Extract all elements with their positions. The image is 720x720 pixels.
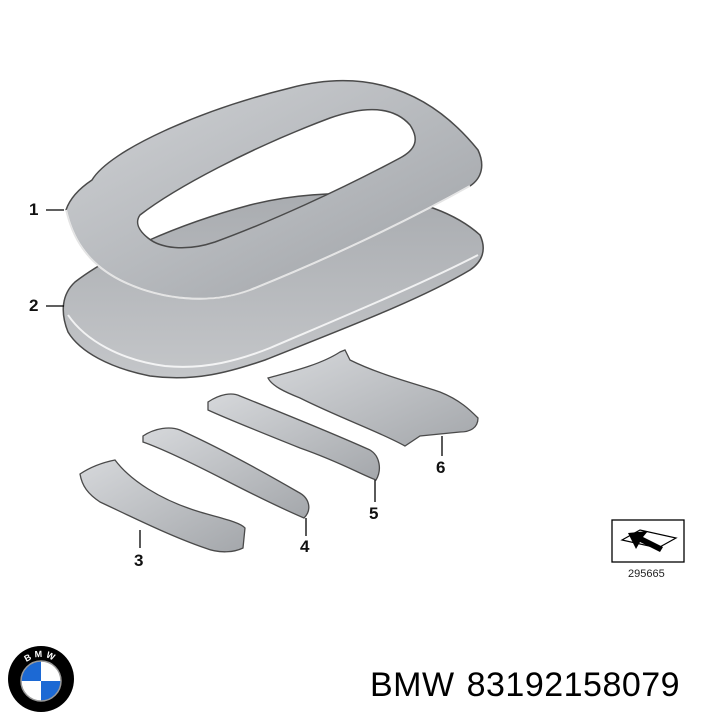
svg-text:BMW: BMW [22,649,59,664]
brand-name: BMW [370,666,455,704]
callout-4: 4 [300,537,310,556]
reference-box [611,519,685,563]
part-number: 83192158079 [466,666,681,704]
callout-3: 3 [134,551,144,570]
callout-5: 5 [369,504,379,523]
bmw-logo [8,646,74,712]
roof-panel-part [62,193,484,379]
bmw-logo-lettering: BMW [22,649,59,664]
callout-1: 1 [29,200,39,219]
footer-part-label: BMW 83192158079 [370,666,692,705]
roof-frame-part [65,79,483,300]
callout-6: 6 [436,458,446,477]
reference-number: 295665 [628,568,665,580]
arrow-icon [628,531,663,552]
callout-2: 2 [29,296,39,315]
cross-bow-4-part [142,427,310,519]
rear-crossmember-part [267,349,479,447]
leader-lines [46,209,443,548]
front-header-part [79,459,246,553]
cross-bow-5-part [207,393,381,481]
